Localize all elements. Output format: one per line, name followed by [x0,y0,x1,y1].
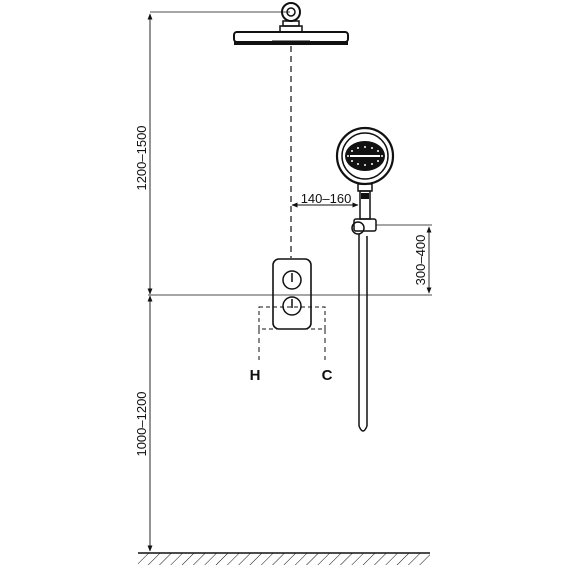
thermostatic-valve [258,258,326,330]
hand-shower [335,126,395,220]
cold-label: C [322,367,333,384]
vertical-dimension-lines [147,11,432,552]
hand-shower-offset-label: 140–160 [301,191,352,206]
valve-height-label: 1000–1200 [134,391,149,456]
hand-shower-holder [351,218,432,235]
hot-label: H [250,367,261,384]
shower-hose [358,234,368,432]
overhead-shower-head [233,2,349,45]
floor [138,552,430,565]
holder-height-label: 300–400 [413,235,428,286]
head-height-label: 1200–1500 [134,125,149,190]
